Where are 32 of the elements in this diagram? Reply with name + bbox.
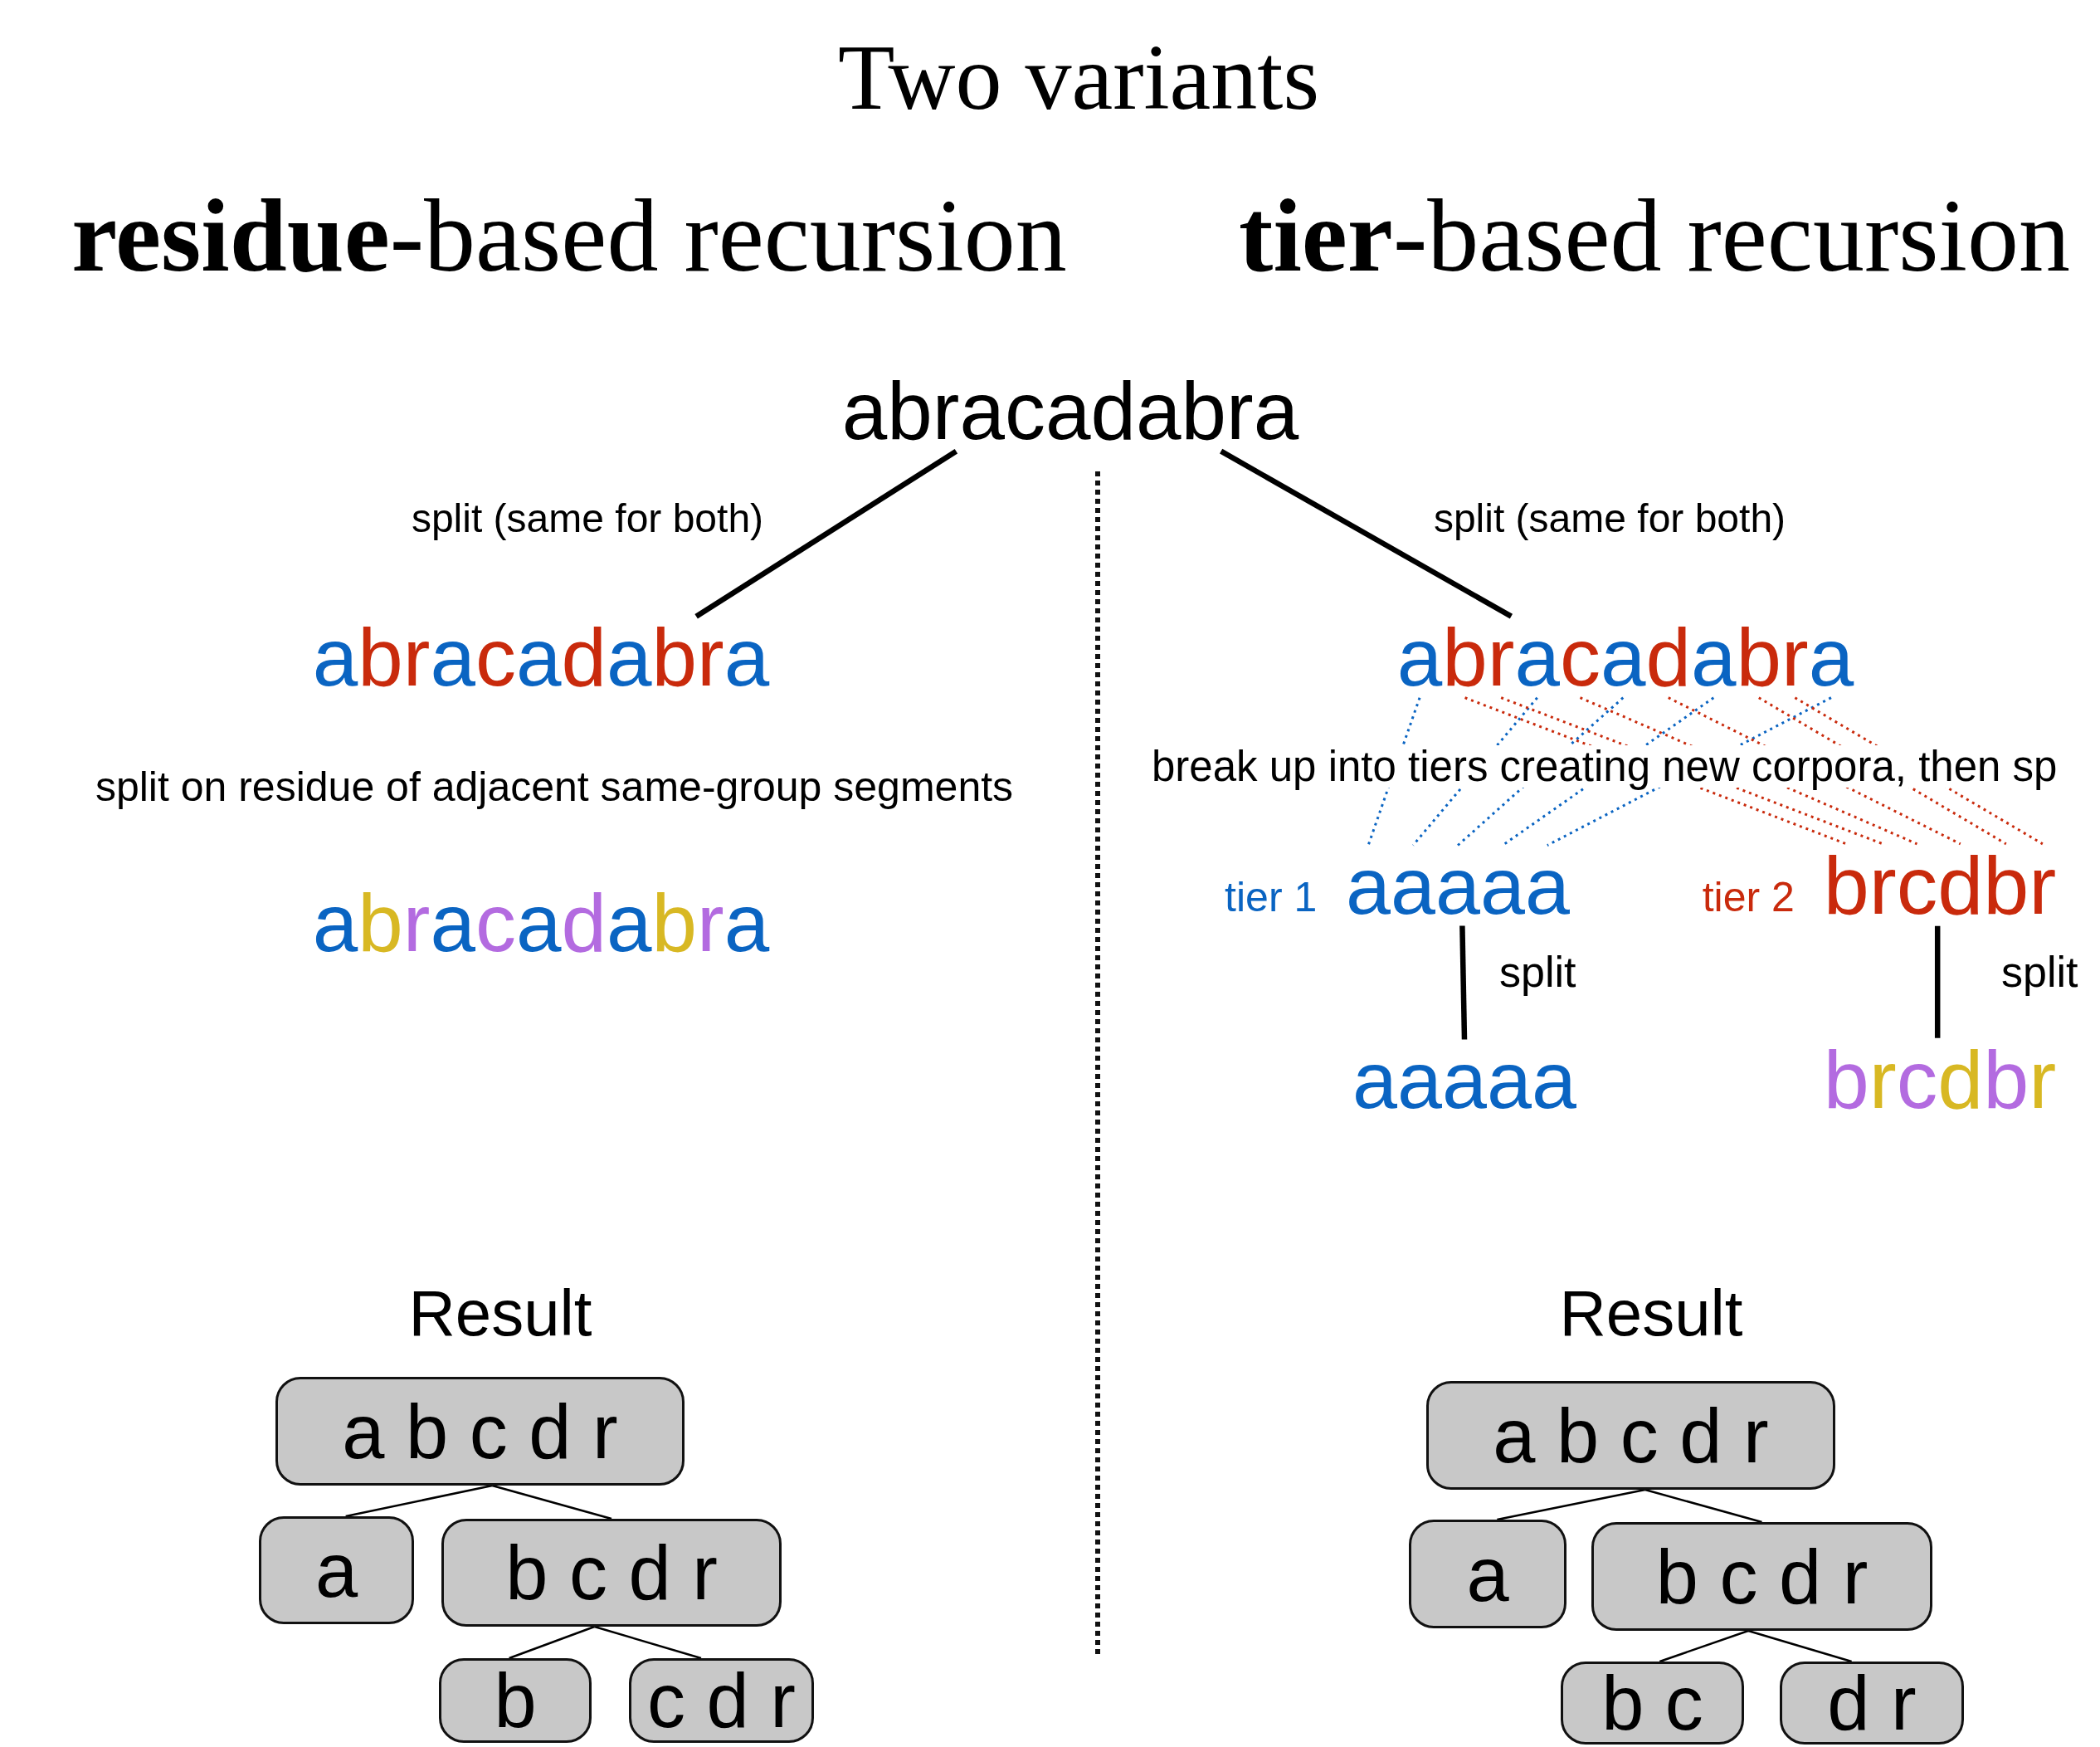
result-box: c d r [629,1658,814,1743]
connector-line [1497,1488,1645,1521]
result-box: a [1409,1520,1566,1628]
string-text: abracadabra [841,369,1299,451]
string-text: brcdbr [1823,843,2057,926]
result-box: a b c d r [275,1377,685,1486]
string-text: abracadabra [312,881,770,964]
connector-line [1644,1488,1762,1524]
result-box: b c [1561,1662,1744,1745]
tier-label: tier 1 [1225,876,1318,918]
string-text: aaaaa [1352,1039,1576,1120]
connector-line [1220,448,1513,619]
connector-line [1659,1629,1749,1663]
connector-line [1459,925,1468,1040]
result-box: b [439,1658,592,1743]
string-text: abracadabra [312,616,770,698]
connector-line [345,1484,493,1518]
connector-line [694,448,958,619]
result-box: b c d r [441,1519,782,1627]
string-text: aaaaa [1346,845,1570,926]
string-text: abracadabra [1396,616,1854,698]
result-box: a b c d r [1426,1381,1835,1490]
connector-line [594,1625,702,1660]
tier-label: tier 2 [1702,876,1795,918]
connector-line [1747,1629,1852,1663]
connector-line [509,1625,595,1660]
connector-line [491,1484,612,1520]
result-box: d r [1780,1662,1964,1745]
title: Two variants [838,30,1319,124]
result-box: a [259,1516,414,1624]
result-box: b c d r [1591,1522,1932,1631]
string-text: brcdbr [1823,1037,2057,1120]
